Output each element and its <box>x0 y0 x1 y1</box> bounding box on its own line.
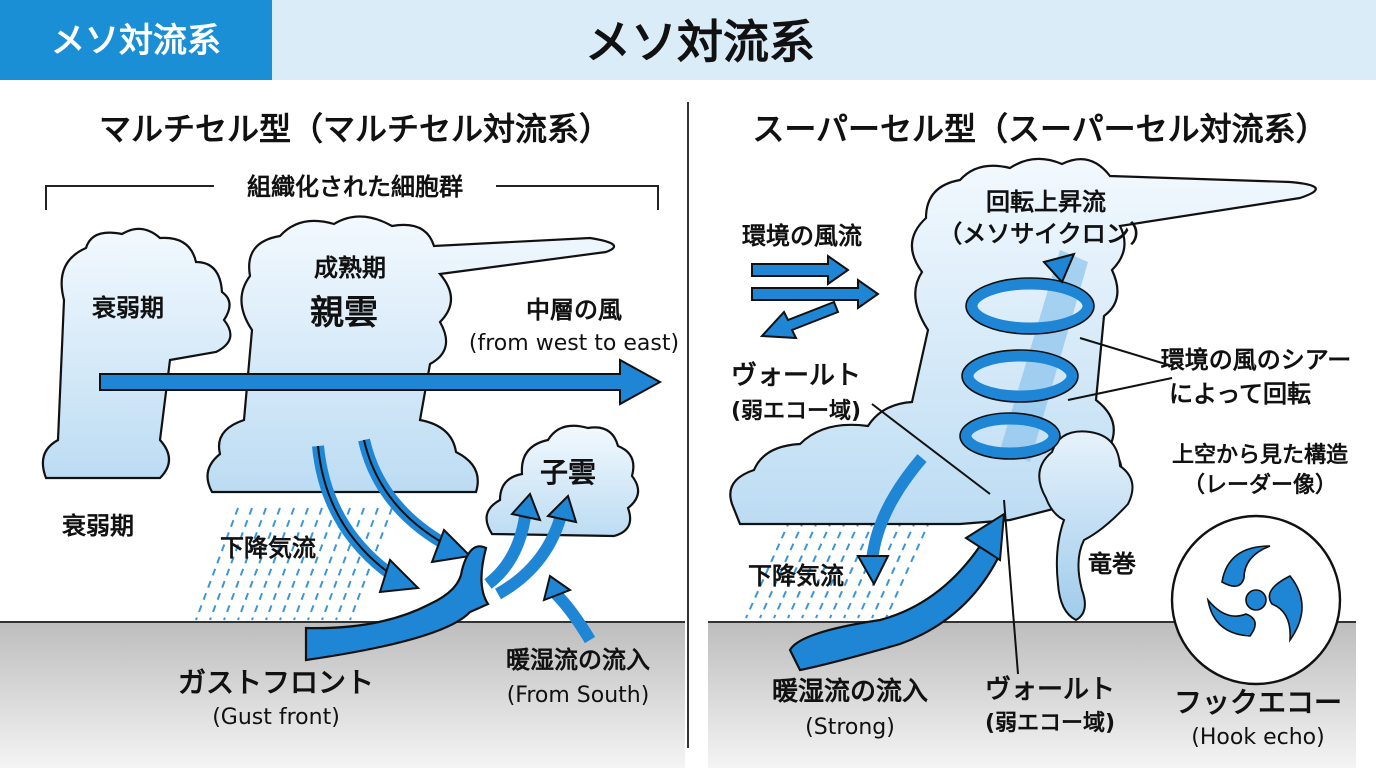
mesocyclone-label: （メソサイクロン） <box>938 220 1154 248</box>
env-wind-label: 環境の風流 <box>742 222 862 250</box>
organized-cells-bracket <box>45 185 659 210</box>
vault-lower-label: ヴォールト <box>985 674 1115 705</box>
supercell-title: スーパーセル型（スーパーセル対流系） <box>752 110 1327 148</box>
hook-echo-icon <box>1206 545 1303 643</box>
radar-label-1: 上空から見た構造 <box>1172 442 1348 468</box>
decaying-top-label: 衰弱期 <box>91 294 164 322</box>
bracket-label: 組織化された細胞群 <box>247 173 463 201</box>
header-tag-label: メソ対流系 <box>51 21 221 61</box>
parent-cloud <box>206 215 616 494</box>
mesocyclone-rings <box>960 278 1094 459</box>
gust-front-label: ガストフロント <box>178 666 374 699</box>
hook-echo-en: (Hook echo) <box>1191 725 1324 750</box>
rain-streaks <box>195 507 393 621</box>
tornado-icon <box>1038 430 1134 622</box>
arrow-icon <box>1042 252 1076 284</box>
mid-level-wind-arrow <box>99 358 663 406</box>
parent-cloud-label: 親雲 <box>310 293 378 333</box>
downdraft-right-label: 下降気流 <box>748 562 844 590</box>
environment-wind-arrows <box>751 254 880 340</box>
vault-lower-sub: (弱エコー域) <box>985 710 1115 736</box>
strong-inflow-sub: (Strong) <box>805 715 895 740</box>
gust-front <box>304 545 490 662</box>
decaying-cloud <box>41 227 232 480</box>
shear-label-1: 環境の風のシアー <box>1161 346 1352 374</box>
child-cloud-label: 子雲 <box>540 456 596 489</box>
downdraft-arrow <box>866 454 927 563</box>
mid-wind-direction: (from west to east) <box>469 331 679 356</box>
downdraft-label: 下降気流 <box>220 534 316 562</box>
radar-label-2: （レーダー像） <box>1183 472 1337 498</box>
page-title: メソ対流系 <box>585 15 815 69</box>
hook-echo-label: フックエコー <box>1174 686 1342 719</box>
mature-stage-label: 成熟期 <box>314 254 386 282</box>
multicell-title: マルチセル型（マルチセル対流系） <box>99 110 611 148</box>
header-tag <box>0 0 272 80</box>
warm-inflow-arrow <box>551 589 596 644</box>
gust-front-en: (Gust front) <box>212 705 340 730</box>
downdraft-arrows <box>312 438 455 583</box>
inflow-direction: (From South) <box>507 683 650 708</box>
strong-inflow-label: 暖湿流の流入 <box>772 677 928 707</box>
vault-upper-label: ヴォールト <box>731 360 861 391</box>
shear-label-2: によって回転 <box>1169 380 1311 408</box>
vault-upper-sub: (弱エコー域) <box>731 398 861 424</box>
supercell-cloud <box>729 157 1317 526</box>
decaying-bottom-label: 衰弱期 <box>61 512 134 540</box>
mid-wind-label: 中層の風 <box>526 296 622 324</box>
tornado-label: 竜巻 <box>1088 550 1136 578</box>
updraft-arrows <box>484 509 568 600</box>
inflow-label: 暖湿流の流入 <box>506 646 650 674</box>
leader-lines <box>871 337 1173 675</box>
rotating-updraft-label: 回転上昇流 <box>986 188 1106 216</box>
